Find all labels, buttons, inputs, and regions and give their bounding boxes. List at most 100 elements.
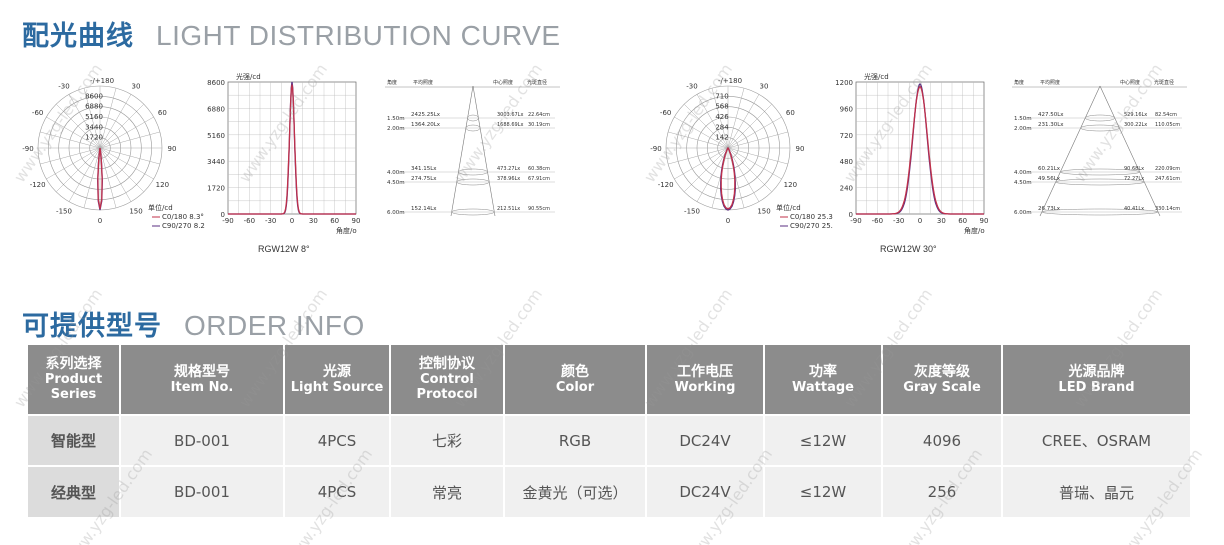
chart-ytick: 480 bbox=[840, 158, 853, 166]
polar-top-label: -/+180 bbox=[90, 77, 114, 85]
cone-header: 中心照度 bbox=[493, 79, 513, 86]
section-heading-light-distribution: 配光曲线 LIGHT DISTRIBUTION CURVE bbox=[22, 14, 561, 53]
cone-distance: 4.50m bbox=[387, 180, 405, 186]
chart-ylabel: 光强/cd bbox=[236, 72, 261, 81]
polar-grid-spoke bbox=[683, 147, 729, 193]
polar-angle-label: -30 bbox=[686, 83, 697, 91]
chart-ytick: 720 bbox=[840, 132, 853, 140]
polar-angle-label: 0 bbox=[98, 217, 102, 225]
chart-xtick: -30 bbox=[893, 217, 904, 225]
cone-header: 光斑直径 bbox=[527, 79, 547, 86]
polar-angle-label: 60 bbox=[158, 109, 167, 117]
polar-grid-spoke bbox=[727, 147, 773, 193]
polar-radial-label: 142 bbox=[715, 134, 728, 142]
polar-angle-label: -60 bbox=[32, 109, 43, 117]
cone-spot-diameter: 110.05cm bbox=[1155, 122, 1180, 128]
cone-header: 平均照度 bbox=[413, 79, 433, 86]
cone-distance: 4.50m bbox=[1014, 180, 1032, 186]
cone-header: 中心照度 bbox=[1120, 79, 1140, 86]
chart-xtick: 30 bbox=[937, 217, 946, 225]
polar-grid-spoke bbox=[99, 147, 160, 165]
cone-header: 光斑直径 bbox=[1154, 79, 1174, 86]
polar-grid-spoke bbox=[727, 103, 773, 149]
cone-header: 角度 bbox=[1014, 79, 1024, 86]
heading-en: LIGHT DISTRIBUTION CURVE bbox=[156, 20, 561, 51]
polar-radial-label: 284 bbox=[715, 123, 729, 131]
polar-angle-label: 150 bbox=[757, 207, 770, 215]
chart-intensity-curve bbox=[856, 85, 984, 215]
polar-grid-spoke bbox=[83, 88, 101, 149]
cone-avg-lux: 60.21Lx bbox=[1038, 166, 1061, 172]
cell-item-no: BD-001 bbox=[120, 414, 285, 466]
polar-radial-label: 568 bbox=[715, 103, 728, 111]
cone-spot-diameter: 90.55cm bbox=[528, 206, 550, 212]
polar-angle-label: 150 bbox=[129, 207, 142, 215]
polar-grid-spoke bbox=[99, 147, 154, 180]
polar-angle-label: 120 bbox=[784, 181, 797, 189]
cell-control-protocol: 常亮 bbox=[390, 465, 505, 517]
chart-xtick: -60 bbox=[244, 217, 255, 225]
cone-avg-lux: 152.14Lx bbox=[411, 206, 437, 212]
chart-xtick: 90 bbox=[352, 217, 361, 225]
polar-grid-spoke bbox=[674, 147, 729, 180]
chart-xlabel: 角度/o bbox=[964, 226, 985, 235]
cone-header: 角度 bbox=[387, 79, 397, 86]
cone-distance: 2.00m bbox=[1014, 126, 1032, 132]
polar-angle-label: -150 bbox=[684, 207, 700, 215]
cell-light-source: 4PCS bbox=[284, 414, 391, 466]
polar-grid-spoke bbox=[46, 116, 101, 149]
cone-center-lux: 90.68Lx bbox=[1124, 166, 1144, 172]
cell-item-no: BD-001 bbox=[120, 465, 285, 517]
polar-grid-spoke bbox=[55, 147, 101, 193]
polar-grid-spoke bbox=[99, 103, 145, 149]
section-heading-order-info: 可提供型号 ORDER INFO bbox=[22, 304, 365, 343]
polar-angle-label: 0 bbox=[726, 217, 730, 225]
polar-grid-spoke bbox=[668, 131, 729, 149]
polar-grid-spoke bbox=[727, 131, 788, 149]
chart-ytick: 240 bbox=[840, 185, 853, 193]
polar-grid-spoke bbox=[40, 131, 101, 149]
diagram-caption: RGW12W 30° bbox=[880, 244, 937, 254]
cone-center-lux: 529.16Lx bbox=[1124, 112, 1147, 118]
cell-led-brand: CREE、OSRAM bbox=[1002, 414, 1190, 466]
cone-avg-lux: 341.15Lx bbox=[411, 166, 437, 172]
polar-grid-spoke bbox=[99, 131, 160, 149]
chart-ytick: 0 bbox=[221, 211, 225, 219]
chart-xtick: 60 bbox=[330, 217, 339, 225]
cell-light-source: 4PCS bbox=[284, 465, 391, 517]
cone-avg-lux: 231.30Lx bbox=[1038, 122, 1064, 128]
chart-ytick: 0 bbox=[849, 211, 853, 219]
cell-gray-scale: 4096 bbox=[882, 414, 1003, 466]
cone-distance: 1.50m bbox=[387, 116, 405, 122]
cell-series: 智能型 bbox=[28, 414, 121, 466]
cone-avg-lux: 26.73Lx bbox=[1038, 206, 1061, 212]
polar-grid-spoke bbox=[727, 147, 760, 202]
cone-center-lux: 72.27Lx bbox=[1124, 176, 1144, 182]
cone-edge bbox=[1099, 85, 1161, 217]
polar-radial-label: 8600 bbox=[85, 92, 103, 100]
polar-grid-spoke bbox=[46, 147, 101, 180]
polar-radial-label: 710 bbox=[715, 92, 728, 100]
table-row: 智能型 BD-001 4PCS 七彩 RGB DC24V ≤12W 4096 C… bbox=[28, 414, 1190, 466]
cone-center-lux: 212.51Lx bbox=[497, 206, 520, 212]
polar-grid-spoke bbox=[674, 116, 729, 149]
cone-avg-lux: 49.56Lx bbox=[1038, 176, 1061, 182]
polar-legend-entry: C90/270 8.2° bbox=[162, 222, 205, 230]
polar-radial-label: 426 bbox=[715, 113, 729, 121]
polar-top-label: -/+180 bbox=[718, 77, 742, 85]
polar-grid-spoke bbox=[711, 88, 729, 149]
cone-spot-diameter: 60.38cm bbox=[528, 166, 550, 172]
cone-distance: 1.50m bbox=[1014, 116, 1032, 122]
cell-gray-scale: 256 bbox=[882, 465, 1003, 517]
chart-ytick: 1200 bbox=[835, 79, 853, 87]
polar-grid-spoke bbox=[683, 103, 729, 149]
heading-cn: 可提供型号 bbox=[22, 311, 162, 342]
cone-spot-diameter: 247.61cm bbox=[1155, 176, 1180, 182]
diagram-caption: RGW12W 8° bbox=[258, 244, 310, 254]
polar-angle-label: -120 bbox=[658, 181, 674, 189]
chart-xtick: 30 bbox=[309, 217, 318, 225]
